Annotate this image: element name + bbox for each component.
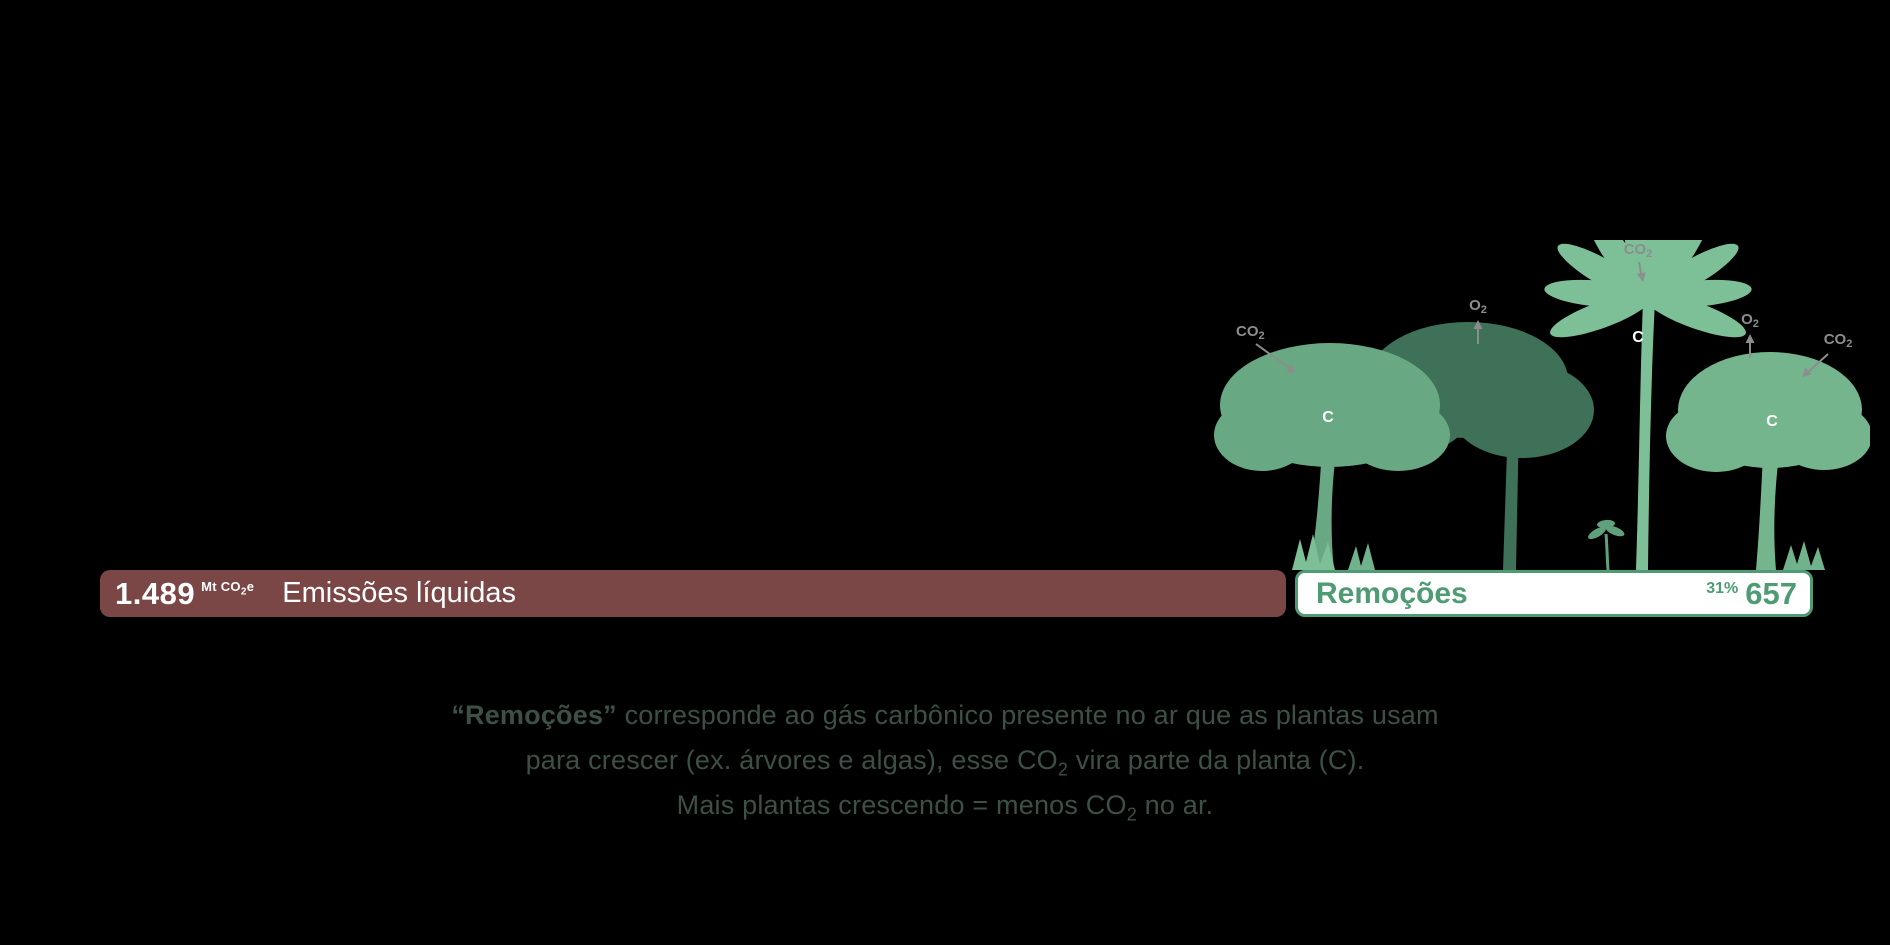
tree-trunk <box>1310 445 1337 570</box>
o2-arrow-left <box>1473 320 1483 344</box>
tree-palm <box>1544 240 1752 570</box>
caption-line3-text-a: Mais plantas crescendo = menos CO <box>676 790 1127 820</box>
carbon-label-palm: C <box>1632 329 1644 346</box>
sapling <box>1588 519 1625 570</box>
caption-line2-text-b: vira parte da planta (C). <box>1068 745 1365 775</box>
tree-broadleaf-right <box>1666 352 1870 570</box>
caption: “Remoções” corresponde ao gás carbônico … <box>0 693 1890 828</box>
caption-line2-text-a: para crescer (ex. árvores e algas), esse… <box>525 745 1058 775</box>
grass-clump <box>1783 541 1825 570</box>
o2-label-right: O2 <box>1741 311 1759 330</box>
palm-trunk <box>1636 300 1655 570</box>
removals-bar: Remoções 31% 657 <box>1295 570 1813 617</box>
caption-line2-sub: 2 <box>1057 759 1069 780</box>
tree-broadleaf-left <box>1214 343 1450 570</box>
removals-value: 657 <box>1745 575 1797 611</box>
emissions-unit: Mt CO2e <box>201 579 255 597</box>
co2-label-right: CO2 <box>1824 331 1853 350</box>
co2-arrow-right <box>1802 353 1829 377</box>
emissions-unit-sub: 2 <box>240 586 247 598</box>
grass-clump <box>1348 543 1375 570</box>
emissions-value: 1.489 <box>115 575 196 611</box>
caption-remocoes-term: “Remoções” <box>451 700 617 730</box>
carbon-label-right-tree: C <box>1766 413 1778 430</box>
removals-label: Remoções <box>1316 576 1468 610</box>
caption-line1-text: corresponde ao gás carbônico presente no… <box>616 700 1439 730</box>
caption-line3-sub: 2 <box>1126 804 1137 825</box>
carbon-label-left-tree: C <box>1322 409 1334 426</box>
o2-arrow-right <box>1745 334 1755 358</box>
removals-percent: 31% <box>1706 580 1739 597</box>
caption-line-1: “Remoções” corresponde ao gás carbônico … <box>0 693 1890 738</box>
o2-label-left: O2 <box>1469 297 1487 316</box>
emissions-removals-bar: 1.489 Mt CO2e Emissões líquidas Remoções… <box>100 570 1813 617</box>
caption-line-2: para crescer (ex. árvores e algas), esse… <box>0 738 1890 783</box>
removals-values: 31% 657 <box>1706 576 1797 612</box>
co2-label-left: CO2 <box>1236 323 1265 342</box>
grass-clump <box>1292 534 1335 570</box>
emissions-label: Emissões líquidas <box>282 577 516 609</box>
ground-plants <box>1292 519 1825 570</box>
net-emissions-bar: 1.489 Mt CO2e Emissões líquidas <box>100 570 1286 617</box>
caption-line3-text-b: no ar. <box>1136 790 1214 820</box>
tree-trunk <box>1756 455 1779 570</box>
co2-arrow-left <box>1255 343 1296 373</box>
caption-line-3: Mais plantas crescendo = menos CO2 no ar… <box>0 783 1890 828</box>
co2-arrow-top <box>1636 261 1646 282</box>
palm-fronds <box>1544 240 1752 338</box>
co2-label-top: CO2 <box>1624 241 1653 260</box>
trees-illustration: CO2 O2 CO2 O2 CO2 C C C <box>1214 240 1870 570</box>
emissions-unit-prefix: Mt CO <box>201 579 241 594</box>
emissions-unit-suffix: e <box>246 579 255 594</box>
